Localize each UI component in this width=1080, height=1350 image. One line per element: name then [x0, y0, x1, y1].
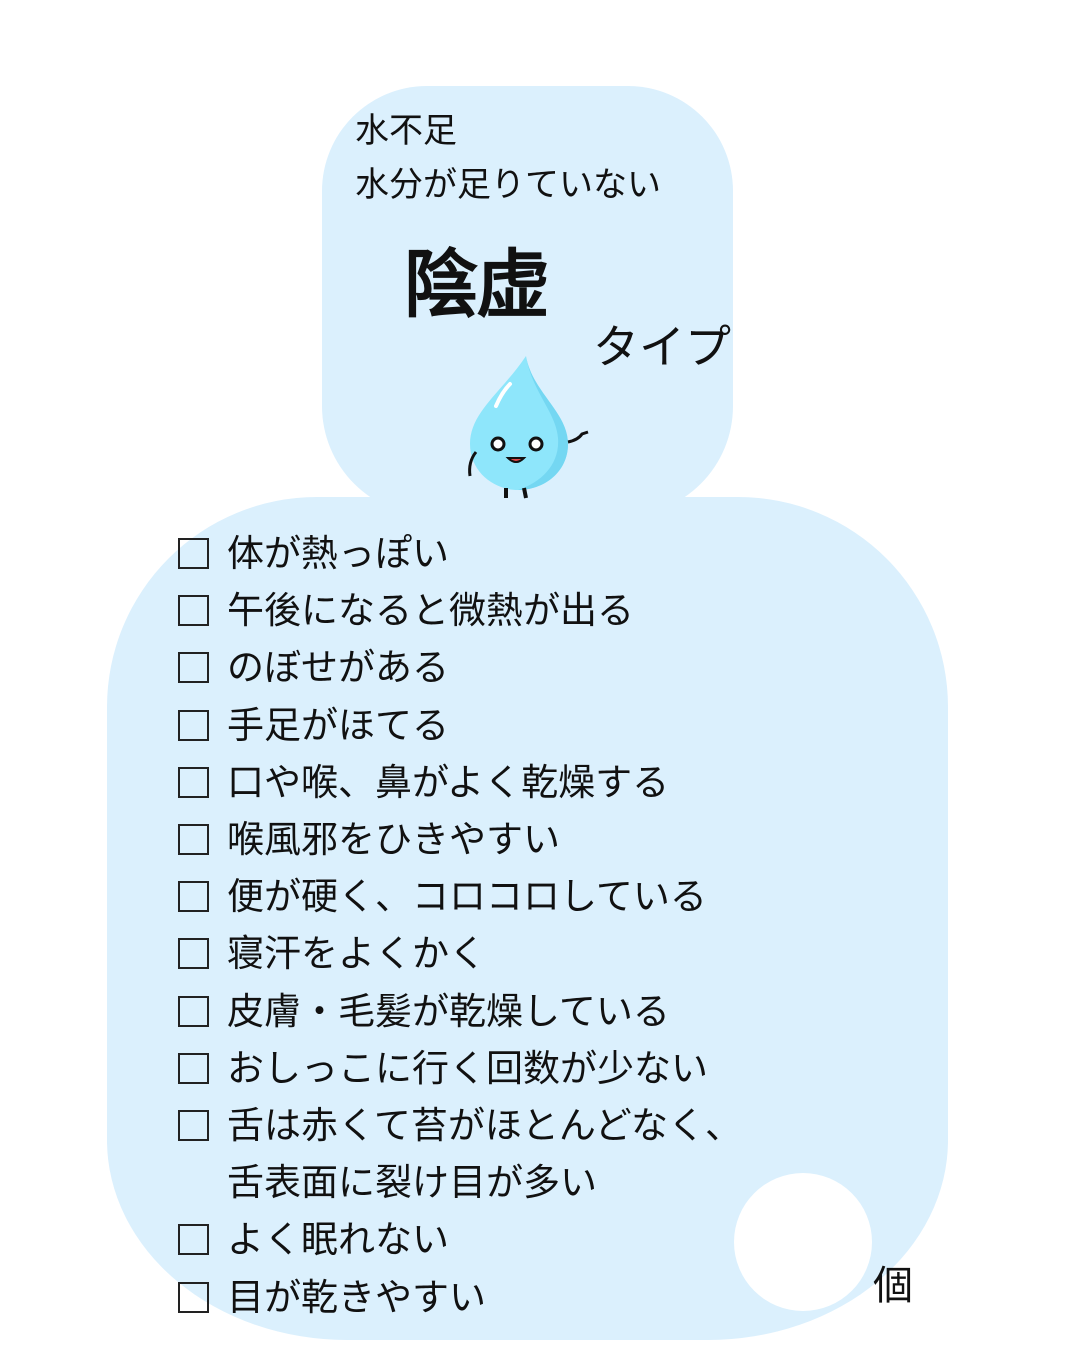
checklist-item[interactable]: 目が乾きやすい [178, 1279, 486, 1316]
checklist-item[interactable]: 手足がほてる [178, 707, 449, 744]
checklist-item-label: 舌表面に裂け目が多い [227, 1161, 597, 1205]
checklist-item[interactable]: よく眠れない [178, 1221, 449, 1258]
checklist-item[interactable]: 皮膚・毛髪が乾燥している [178, 993, 670, 1030]
count-input-circle[interactable] [734, 1173, 872, 1311]
water-drop-mascot-icon [468, 356, 589, 499]
checklist-item[interactable]: 寝汗をよくかく [178, 935, 486, 972]
checkbox[interactable] [178, 1110, 209, 1141]
checklist-item[interactable]: 喉風邪をひきやすい [178, 821, 560, 858]
checkbox[interactable] [178, 595, 209, 627]
count-unit: 個 [873, 1263, 913, 1309]
checkbox[interactable] [178, 824, 209, 855]
checklist-item-label: 午後になると微熱が出る [227, 589, 634, 633]
checklist-item[interactable]: のぼせがある [178, 649, 449, 686]
checkbox[interactable] [178, 1052, 209, 1084]
checklist-item[interactable]: 舌は赤くて苔がほとんどなく、 [178, 1107, 742, 1144]
checklist-item[interactable]: 口や喉、鼻がよく乾燥する [178, 764, 669, 801]
checklist-item-label: 手足がほてる [227, 703, 449, 747]
checklist-item-label: 皮膚・毛髪が乾燥している [227, 989, 670, 1033]
checkbox[interactable] [178, 652, 209, 684]
subtitle-2: 水分が足りていない [355, 165, 661, 205]
checklist-item[interactable]: 便が硬く、コロコロしている [178, 878, 707, 915]
checklist-item-continuation: 舌表面に裂け目が多い [178, 1164, 597, 1201]
checkbox[interactable] [178, 1281, 209, 1313]
checklist-item[interactable]: 体が熱っぽい [178, 535, 449, 572]
checkbox[interactable] [178, 938, 209, 970]
checkbox[interactable] [178, 709, 209, 741]
checklist-item-label: よく眠れない [227, 1218, 449, 1262]
checklist-item-label: 舌は赤くて苔がほとんどなく、 [227, 1104, 743, 1147]
checkbox[interactable] [178, 881, 209, 913]
checkbox[interactable] [178, 995, 209, 1027]
checklist-item-label: 喉風邪をひきやすい [227, 818, 560, 861]
checklist-item-label: 体が熱っぽい [227, 532, 449, 575]
checklist-item[interactable]: おしっこに行く回数が少ない [178, 1050, 708, 1087]
checklist-item-label: のぼせがある [227, 646, 449, 690]
checkbox[interactable] [178, 766, 209, 798]
checkbox[interactable] [178, 538, 209, 569]
subtitle-1: 水不足 [355, 111, 457, 151]
checklist-item-label: 便が硬く、コロコロしている [227, 875, 707, 919]
checklist-item-label: 目が乾きやすい [227, 1275, 486, 1319]
checklist-item-label: 口や喉、鼻がよく乾燥する [227, 760, 670, 804]
type-label: タイプ [593, 320, 731, 374]
checklist-item-label: 寝汗をよくかく [227, 932, 486, 976]
checklist-item[interactable]: 午後になると微熱が出る [178, 592, 634, 629]
checklist-item-label: おしっこに行く回数が少ない [227, 1046, 708, 1090]
checkbox[interactable] [178, 1224, 209, 1256]
page-title: 陰虚 [404, 242, 550, 328]
